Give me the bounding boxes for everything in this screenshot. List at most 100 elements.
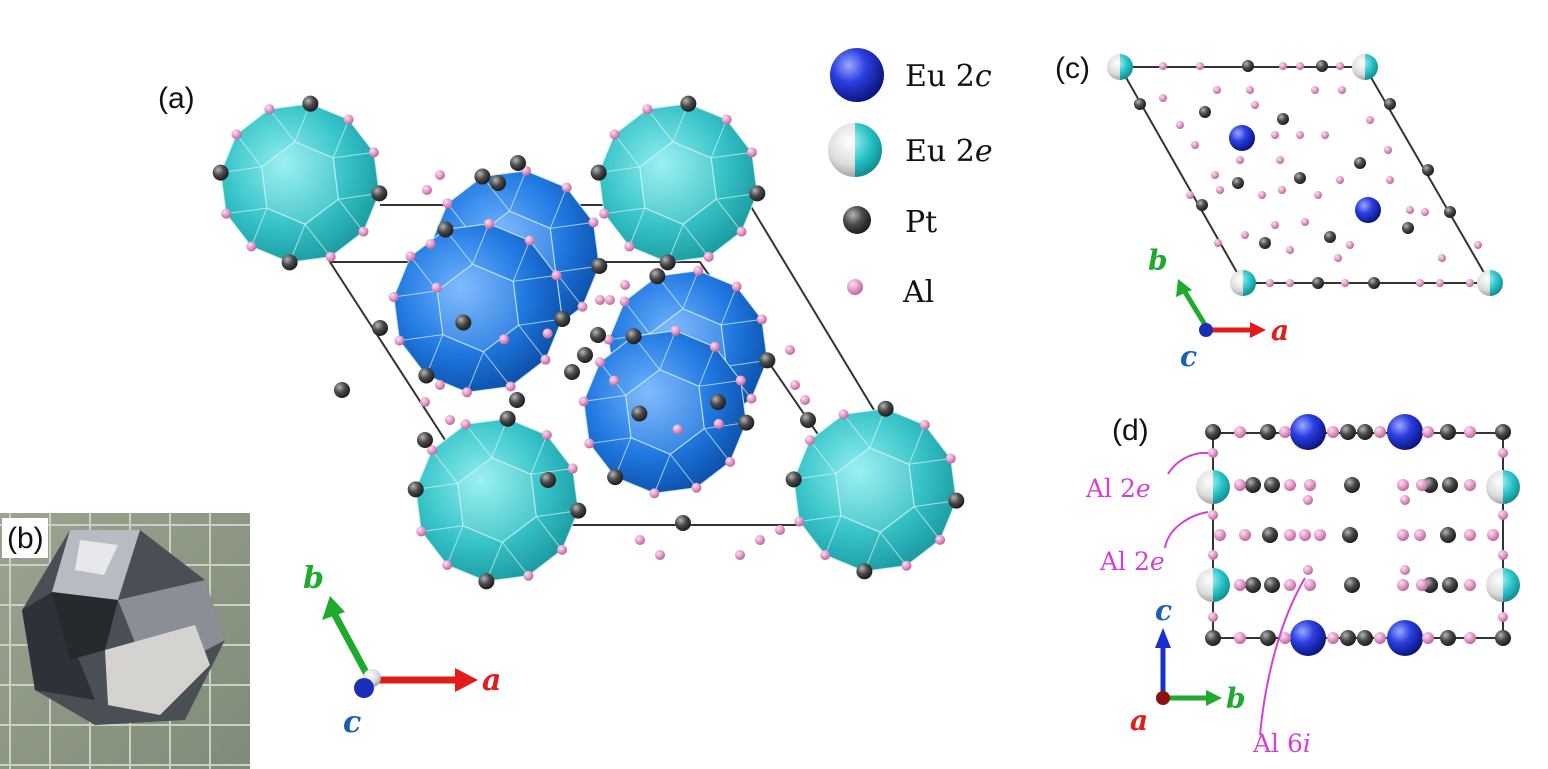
pt-atom — [749, 185, 766, 202]
al-atom — [691, 482, 702, 493]
pt-atom — [570, 502, 587, 519]
al-atom — [790, 380, 800, 390]
eu-atom — [1355, 197, 1381, 223]
al-atom — [619, 296, 630, 307]
al-atom — [756, 314, 767, 325]
al-atom — [1271, 221, 1279, 229]
al-atom — [1236, 156, 1244, 164]
al-atom — [1251, 101, 1259, 109]
al-atom — [1346, 241, 1354, 249]
panel-d-label: (d) — [1112, 414, 1149, 447]
al-atom — [1284, 479, 1296, 491]
pt-atom — [1422, 164, 1434, 176]
eu2e-polyhedron — [415, 418, 579, 582]
al-atom — [584, 438, 595, 449]
pt-atom — [675, 515, 691, 531]
al-atom — [1327, 632, 1339, 644]
al-atom — [672, 424, 683, 435]
panel-c: (c) a b c — [1055, 52, 1503, 373]
al-atom — [343, 114, 354, 125]
al-atom — [505, 381, 516, 392]
axis-a-label: a — [482, 663, 501, 698]
al-atom — [1214, 529, 1226, 541]
al-atom — [703, 251, 714, 262]
pt-atom — [1242, 60, 1254, 72]
al-atom — [1487, 529, 1499, 541]
pt-atom — [1440, 630, 1456, 646]
axis-c-label: c — [343, 705, 361, 740]
al-6i-label: Al 6i — [1252, 729, 1311, 758]
al-atom — [820, 550, 831, 561]
al-atom — [735, 375, 746, 386]
pt-atom — [212, 164, 229, 181]
pt-atom — [1294, 172, 1306, 184]
pt-atom — [302, 95, 319, 112]
al-atom — [221, 208, 232, 219]
al-atom — [800, 395, 810, 405]
al-atom — [246, 241, 257, 252]
axis-c-b-label: b — [1148, 244, 1168, 277]
pt-atom — [1354, 157, 1366, 169]
pt-atom — [1357, 424, 1373, 440]
al-atom — [746, 147, 757, 158]
al-atom — [541, 429, 552, 440]
al-atom — [498, 334, 509, 345]
al-atom — [713, 418, 724, 429]
al-atom — [231, 129, 242, 140]
pt-atom — [1344, 577, 1360, 593]
pt-atom — [948, 492, 965, 509]
al-2e-bottom-label: Al 2e — [1099, 547, 1165, 576]
al-atom — [325, 251, 336, 262]
pt-atom — [1402, 222, 1414, 234]
pt-atom — [1344, 477, 1360, 493]
al-atom — [1301, 218, 1309, 226]
al-atom — [1327, 426, 1339, 438]
pt-atom — [334, 382, 350, 398]
al-atom — [1208, 510, 1218, 520]
al-atom — [1286, 246, 1294, 254]
al-atom — [603, 334, 614, 345]
al-atom — [1397, 479, 1409, 491]
al-atom — [561, 182, 572, 193]
al-atom — [435, 170, 445, 180]
al-atom — [1279, 426, 1291, 438]
pt-atom — [1440, 527, 1456, 543]
al-atom — [1464, 426, 1476, 438]
al-atom — [426, 445, 437, 456]
al-atom — [1474, 241, 1482, 249]
pt-atom — [509, 392, 525, 408]
pt-atom — [590, 327, 606, 343]
al-atom — [588, 217, 599, 228]
crystal-sample — [22, 530, 225, 725]
al-atom — [1341, 279, 1349, 287]
al-atom — [523, 570, 534, 581]
al-atom — [567, 463, 578, 474]
al-atom — [1422, 426, 1434, 438]
al-atom — [1159, 62, 1167, 70]
al-atom — [1284, 579, 1296, 591]
al-atom — [1464, 579, 1476, 591]
pt-atom — [1259, 237, 1271, 249]
pt-atom — [281, 254, 298, 271]
al-atom — [442, 198, 453, 209]
eu2e-atom — [1196, 568, 1230, 602]
al-atom — [1321, 131, 1329, 139]
al-atom — [420, 397, 430, 407]
al-atom — [524, 235, 535, 246]
al-atom — [1246, 86, 1254, 94]
al-atom — [358, 226, 369, 237]
al-atom — [735, 550, 745, 560]
pt-atom — [590, 164, 607, 181]
pt-atom — [1495, 424, 1511, 440]
legend-eu2e-swatch — [828, 123, 882, 177]
al-atom — [693, 265, 704, 276]
al-atom — [1196, 62, 1204, 70]
al-atom — [1421, 208, 1429, 216]
pt-atom — [680, 95, 697, 112]
al-atom — [431, 282, 442, 293]
al-atom — [804, 435, 815, 446]
al-atom — [1397, 579, 1409, 591]
al-atom — [595, 295, 605, 305]
al-atom — [1336, 62, 1344, 70]
al-atom — [1386, 176, 1394, 184]
